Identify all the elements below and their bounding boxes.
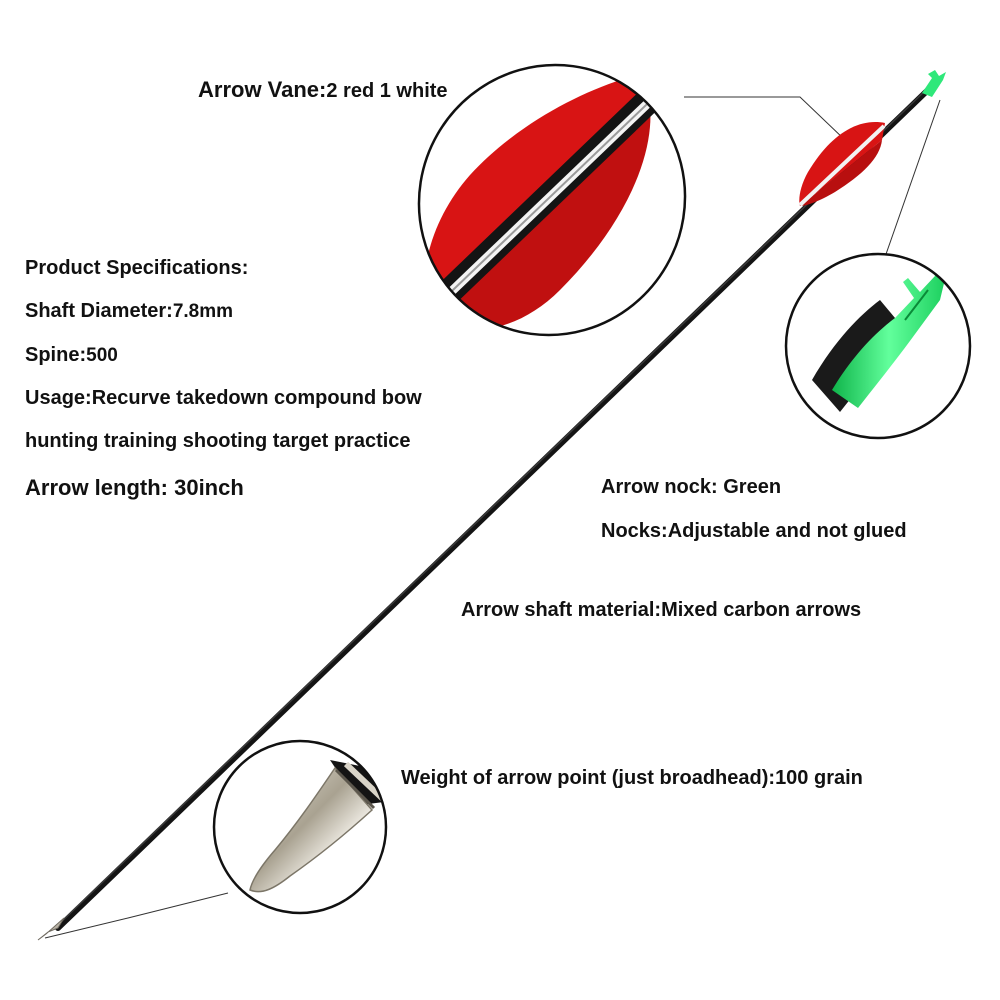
arrow-length: Arrow length: 30inch	[25, 475, 244, 500]
shaft-diameter-value: 7.8mm	[172, 301, 234, 322]
nocks-info: Nocks:Adjustable and not glued	[601, 520, 907, 542]
nock-color: Arrow nock: Green	[601, 476, 782, 498]
shaft-material-label: Arrow shaft material:	[461, 599, 662, 621]
shaft-diameter: Shaft Diameter:7.8mm	[25, 300, 233, 323]
vane-callout: Arrow Vane:2 red 1 white	[198, 77, 448, 103]
arrow-vane-zoom	[414, 63, 687, 337]
carbon-arrow	[37, 70, 946, 941]
spine-value: 500	[86, 345, 118, 366]
arrow-nock-zoom	[784, 252, 972, 440]
point-weight-value: 100 grain	[775, 767, 863, 789]
vane-value: 2 red 1 white	[326, 80, 448, 102]
arrow-point-zoom	[212, 739, 388, 915]
spine-label: Spine:	[25, 344, 87, 366]
shaft-material: Arrow shaft material:Mixed carbon arrows	[461, 599, 861, 622]
usage-line-2: hunting training shooting target practic…	[25, 430, 411, 452]
vane-label: Arrow Vane:	[198, 77, 327, 102]
point-weight-label: Weight of arrow point (just broadhead):	[401, 767, 776, 789]
usage-line-1: Usage:Recurve takedown compound bow	[25, 387, 422, 409]
callout-lines	[44, 96, 941, 939]
specs-heading: Product Specifications:	[25, 257, 249, 279]
shaft-material-value: Mixed carbon arrows	[661, 599, 862, 621]
point-weight: Weight of arrow point (just broadhead):1…	[401, 767, 863, 790]
shaft-diameter-label: Shaft Diameter:	[25, 300, 173, 322]
spine: Spine:500	[25, 344, 118, 367]
